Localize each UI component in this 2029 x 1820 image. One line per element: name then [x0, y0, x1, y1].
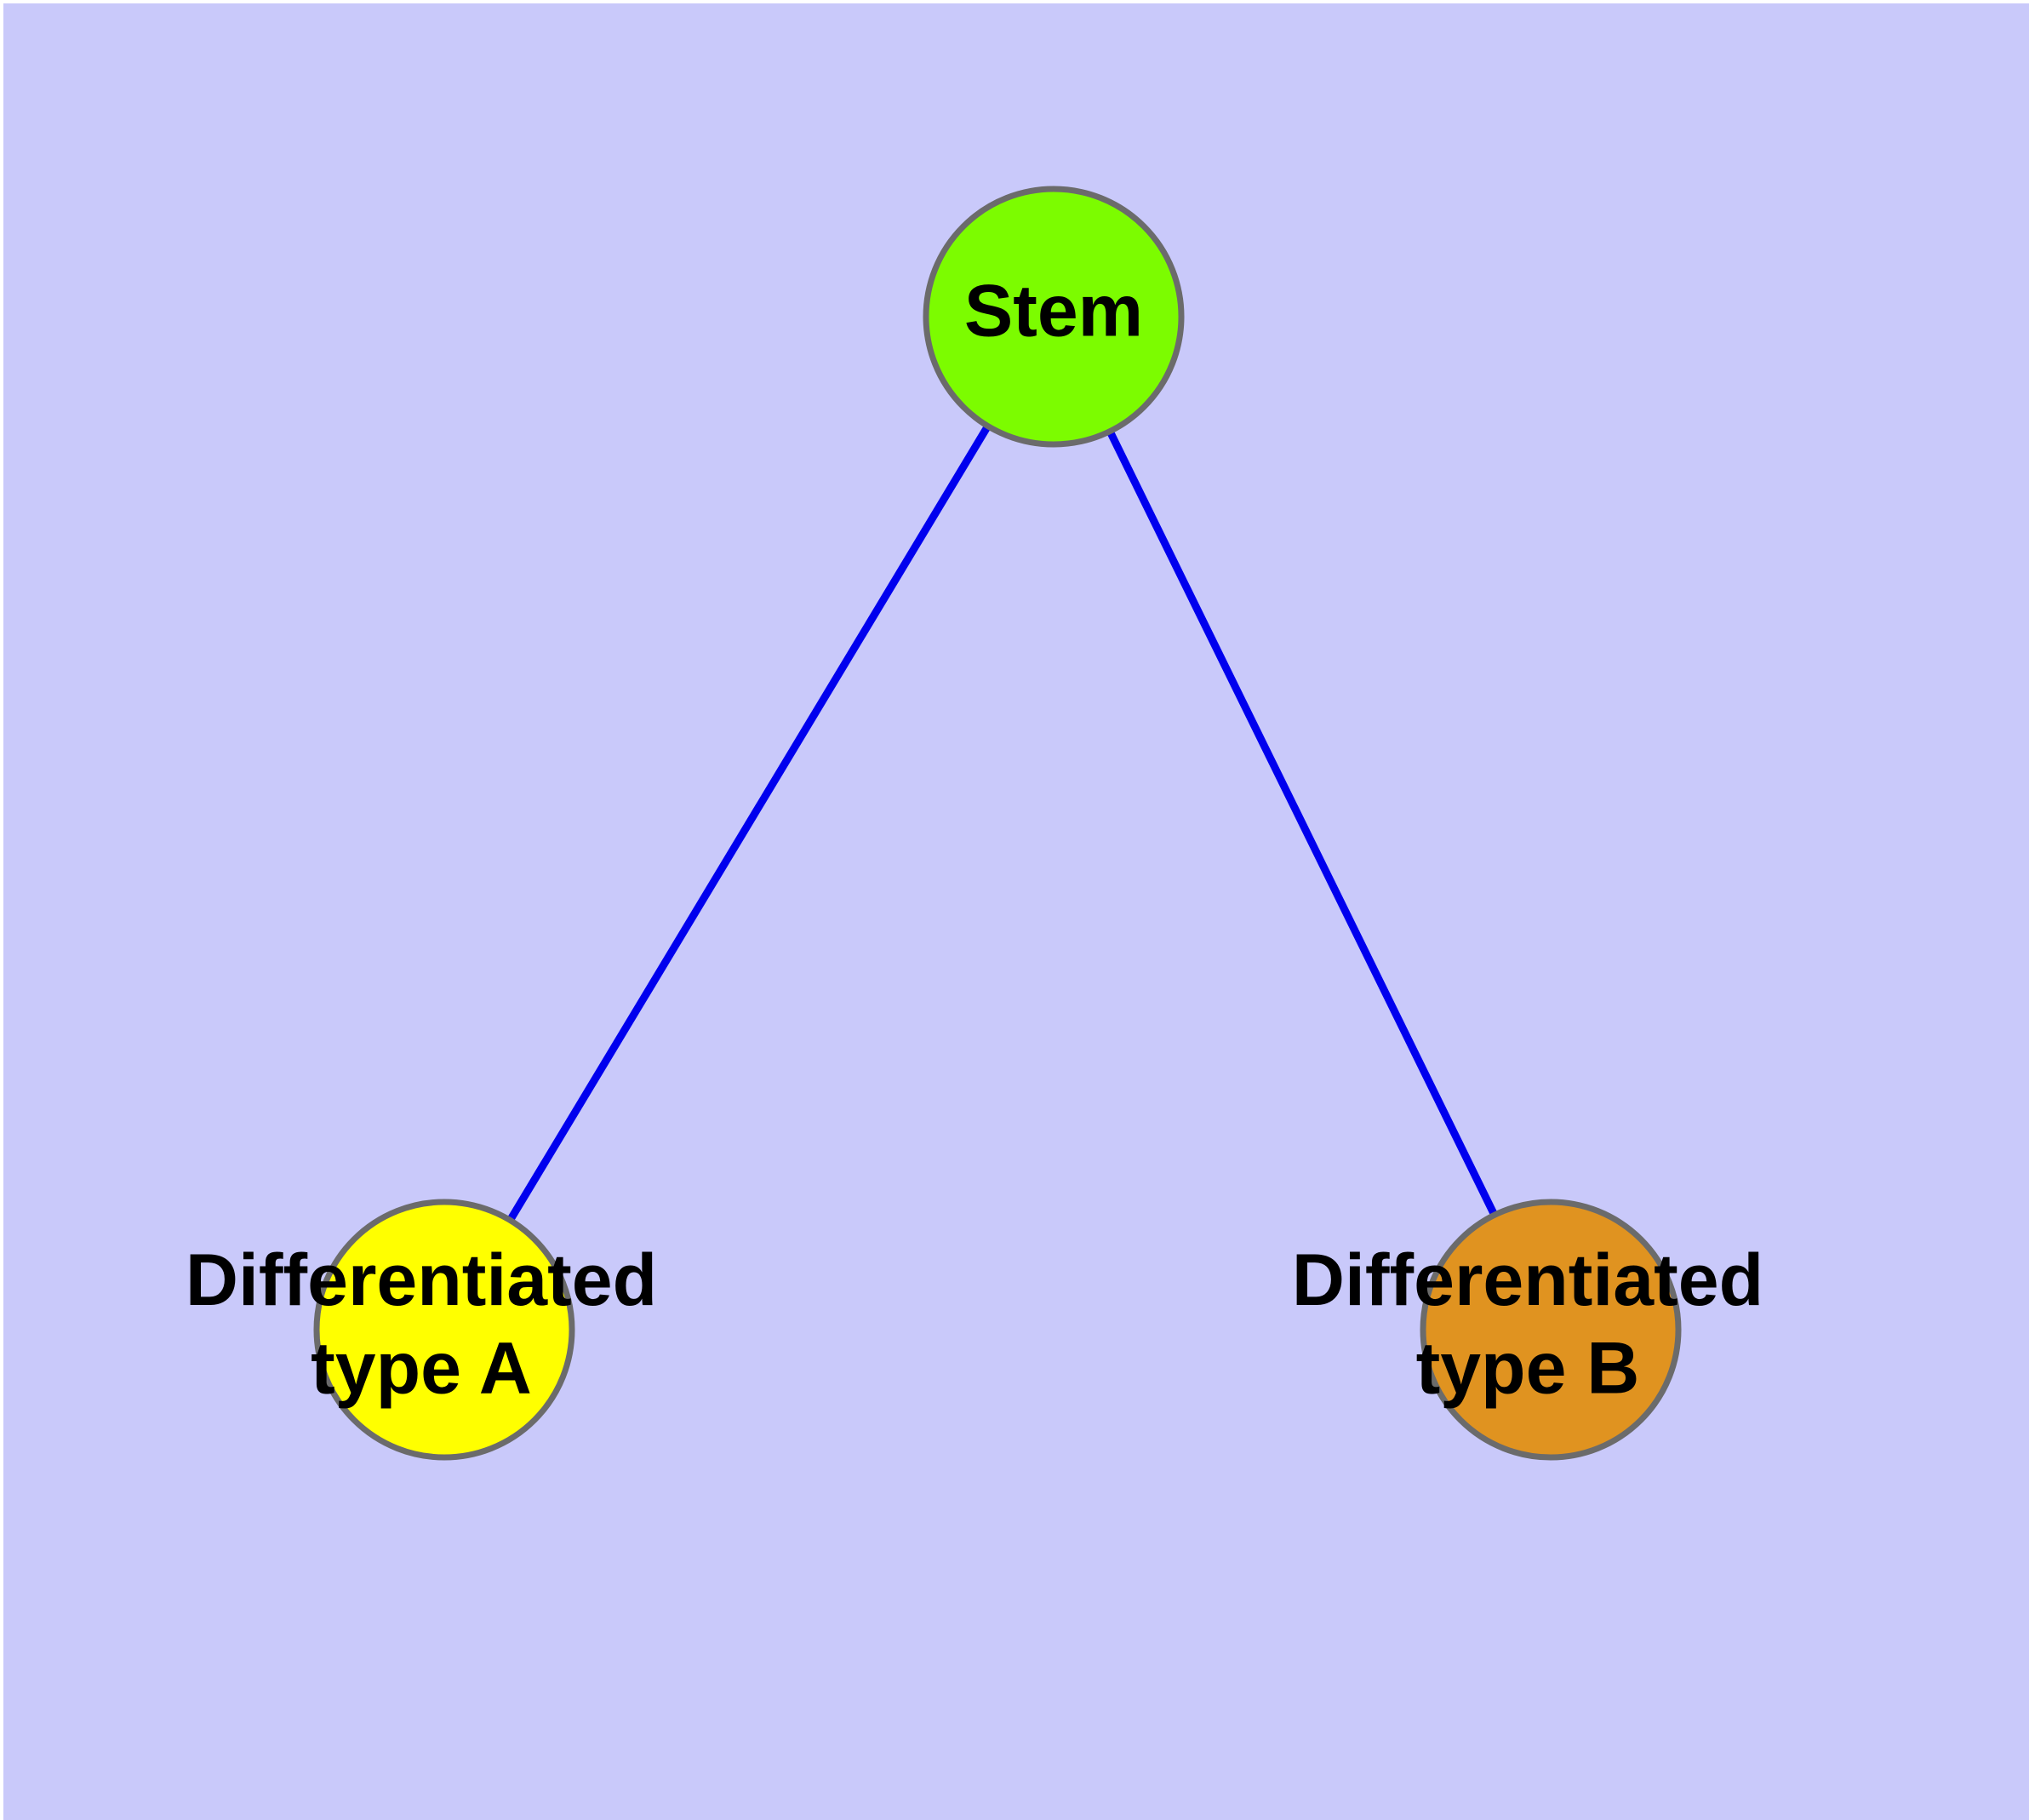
node-layer: Stem Differentiated type A Differentiate… — [186, 186, 1763, 1461]
node-stem[interactable]: Stem — [923, 186, 1185, 448]
node-differentiated-type-a-label-line1: Differentiated — [186, 1239, 657, 1321]
node-differentiated-type-b-circle[interactable] — [1420, 1199, 1682, 1461]
node-stem-circle[interactable] — [923, 186, 1185, 448]
node-differentiated-type-b-label-line1: Differentiated — [1292, 1239, 1763, 1321]
node-differentiated-type-a-circle[interactable] — [313, 1199, 575, 1461]
node-stem-label: Stem — [964, 271, 1143, 352]
node-differentiated-type-a[interactable]: Differentiated type A — [186, 1199, 657, 1461]
node-differentiated-type-b[interactable]: Differentiated type B — [1292, 1199, 1763, 1461]
node-differentiated-type-b-label-line2: type B — [1416, 1327, 1640, 1409]
edge-stem-to-differentiated-type-a[interactable] — [506, 424, 992, 1222]
node-differentiated-type-a-label-line2: type A — [311, 1327, 532, 1409]
edge-layer — [506, 424, 1498, 1222]
edge-stem-to-differentiated-type-b[interactable] — [1106, 429, 1498, 1217]
